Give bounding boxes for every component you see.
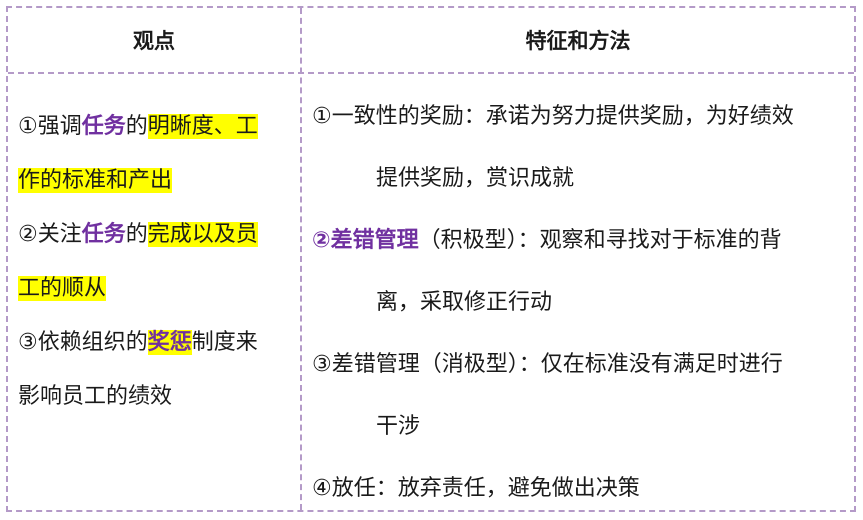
column-divider (300, 8, 302, 510)
text: 影响员工的绩效 (18, 384, 173, 409)
emphasis-reward-punishment: 奖惩 (147, 330, 192, 355)
text: （积极型）：观察和寻找对于标准的背 (418, 228, 782, 253)
text: ③依赖组织的 (18, 330, 148, 355)
text: ①强调 (18, 114, 82, 139)
emphasis-error-management: ②差错管理 (312, 228, 419, 253)
feature-2-line-2: 离，采取修正行动 (376, 290, 553, 315)
comparison-table: 观点 特征和方法 ①强调任务的明晰度、工 作的标准和产出 ②关注任务的完成以及员… (6, 6, 856, 512)
header-features-methods: 特征和方法 (525, 29, 631, 53)
features-cell: ①一致性的奖励：承诺为努力提供奖励，为好绩效 提供奖励，赏识成就 ②差错管理（积… (312, 86, 852, 520)
viewpoint-line-5: ③依赖组织的奖惩制度来 (18, 316, 290, 370)
emphasis-task: 任务 (81, 222, 126, 247)
highlighted-text: 完成以及员 (147, 222, 258, 247)
highlighted-text: 工的顺从 (18, 276, 107, 301)
text: 的 (125, 222, 148, 247)
feature-3-line-1: ③差错管理（消极型）：仅在标准没有满足时进行 (312, 352, 783, 377)
feature-4-line-1: ④放任：放弃责任，避免做出决策 (312, 476, 640, 501)
highlighted-text: 明晰度、工 (147, 114, 258, 139)
feature-2-line-1: ②差错管理（积极型）：观察和寻找对于标准的背 (312, 210, 852, 272)
viewpoint-line-3: ②关注任务的完成以及员 (18, 208, 290, 262)
header-viewpoint: 观点 (133, 29, 175, 53)
viewpoint-line-6: 影响员工的绩效 (18, 370, 290, 424)
text: 制度来 (191, 330, 258, 355)
viewpoint-cell: ①强调任务的明晰度、工 作的标准和产出 ②关注任务的完成以及员 工的顺从 ③依赖… (18, 100, 290, 424)
text: ②关注 (18, 222, 82, 247)
highlighted-text: 作的标准和产出 (18, 168, 173, 193)
feature-3-line-2: 干涉 (376, 414, 421, 439)
text: 的 (125, 114, 148, 139)
viewpoint-line-2: 作的标准和产出 (18, 154, 290, 208)
viewpoint-line-1: ①强调任务的明晰度、工 (18, 100, 290, 154)
viewpoint-line-4: 工的顺从 (18, 262, 290, 316)
emphasis-task: 任务 (81, 114, 126, 139)
feature-1-line-2: 提供奖励，赏识成就 (376, 166, 575, 191)
feature-1-line-1: ①一致性的奖励：承诺为努力提供奖励，为好绩效 (312, 104, 794, 129)
header-divider (8, 72, 854, 74)
